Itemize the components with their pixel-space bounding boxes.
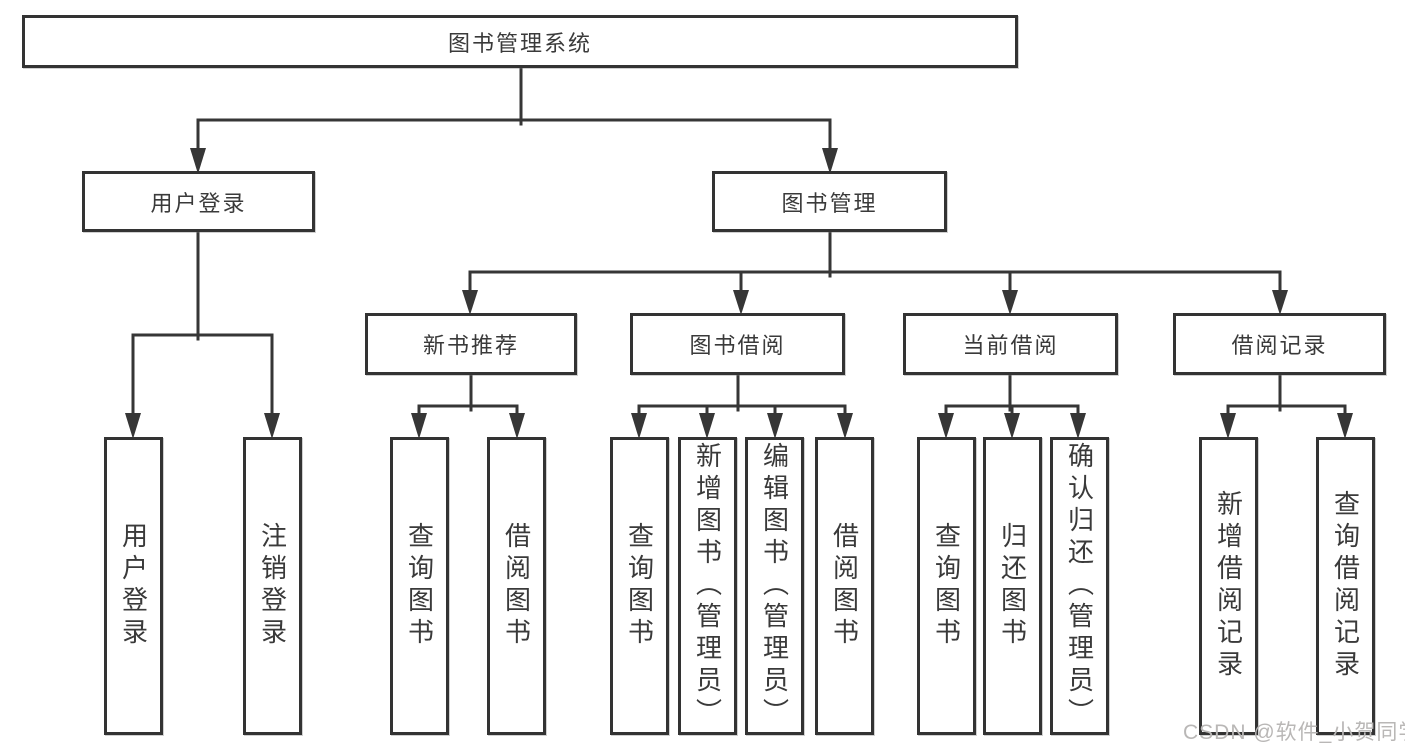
leaf-return-books: 归还图书	[983, 437, 1042, 735]
leaf-add-borrow-record: 新增借阅记录	[1199, 437, 1258, 735]
edges-book-management-to-level3	[462, 230, 1288, 315]
arrow-head	[1337, 413, 1353, 439]
leaf-add-books-admin-label: 新增图书（管理员）	[692, 442, 723, 730]
arrow-head	[822, 148, 838, 174]
arrow-head	[1002, 290, 1018, 315]
node-current-borrow: 当前借阅	[903, 313, 1118, 375]
leaf-query-borrow-record-label: 查询借阅记录	[1330, 490, 1361, 682]
arrow-head	[190, 148, 206, 174]
node-borrow-records: 借阅记录	[1173, 313, 1386, 375]
leaf-confirm-return-admin-label: 确认归还（管理员）	[1064, 442, 1095, 730]
leaf-return-books-label: 归还图书	[997, 522, 1028, 650]
leaf-confirm-return-admin: 确认归还（管理员）	[1050, 437, 1109, 735]
leaf-borrow-books-2-label: 借阅图书	[829, 522, 860, 650]
leaf-edit-books-admin-label: 编辑图书（管理员）	[759, 442, 790, 730]
edges-new-book-recommend-to-leaves	[411, 373, 525, 439]
edges-root-to-level2	[190, 66, 838, 174]
leaf-user-login-label: 用户登录	[118, 522, 149, 650]
node-book-borrow: 图书借阅	[630, 313, 845, 375]
arrow-head	[1004, 413, 1020, 439]
leaf-query-books-3: 查询图书	[917, 437, 976, 735]
leaf-edit-books-admin: 编辑图书（管理员）	[745, 437, 804, 735]
node-new-book-recommend: 新书推荐	[365, 313, 577, 375]
leaf-user-login: 用户登录	[104, 437, 163, 735]
node-library-system: 图书管理系统	[22, 15, 1018, 68]
edges-book-borrow-to-leaves	[631, 373, 853, 439]
leaf-query-books-2: 查询图书	[610, 437, 669, 735]
arrow-head	[837, 413, 853, 439]
leaf-add-books-admin: 新增图书（管理员）	[678, 437, 737, 735]
node-borrow-records-label: 借阅记录	[1231, 333, 1328, 358]
arrow-head	[733, 290, 749, 315]
node-book-management: 图书管理	[712, 171, 947, 232]
leaf-query-books-1-label: 查询图书	[404, 522, 435, 650]
arrow-head	[462, 290, 478, 315]
leaf-logout: 注销登录	[243, 437, 302, 735]
arrow-head	[699, 413, 715, 439]
leaf-borrow-books-1-label: 借阅图书	[501, 522, 532, 650]
node-new-book-recommend-label: 新书推荐	[422, 333, 519, 358]
leaf-query-books-1: 查询图书	[390, 437, 449, 735]
leaf-query-books-3-label: 查询图书	[931, 522, 962, 650]
arrow-head	[1272, 290, 1288, 315]
watermark: CSDN @软件_小贺同学	[1183, 721, 1405, 744]
node-book-management-label: 图书管理	[781, 190, 878, 216]
edges-user-login-to-leaves	[125, 230, 280, 439]
leaf-borrow-books-2: 借阅图书	[815, 437, 874, 735]
node-book-borrow-label: 图书借阅	[689, 333, 786, 358]
node-user-login: 用户登录	[82, 171, 315, 232]
arrow-head	[938, 413, 954, 439]
node-user-login-label: 用户登录	[150, 190, 247, 216]
arrow-head	[1070, 413, 1086, 439]
leaf-add-borrow-record-label: 新增借阅记录	[1213, 490, 1244, 682]
arrow-head	[767, 413, 783, 439]
arrow-head	[631, 413, 647, 439]
leaf-query-borrow-record: 查询借阅记录	[1316, 437, 1375, 735]
edges-borrow-records-to-leaves	[1220, 373, 1353, 439]
leaf-logout-label: 注销登录	[257, 522, 288, 650]
arrow-head	[411, 413, 427, 439]
arrow-head	[125, 413, 141, 439]
edges-current-borrow-to-leaves	[938, 373, 1086, 439]
node-library-system-label: 图书管理系统	[447, 30, 592, 56]
arrow-head	[509, 413, 525, 439]
node-current-borrow-label: 当前借阅	[962, 333, 1059, 358]
arrow-head	[1220, 413, 1236, 439]
leaf-borrow-books-1: 借阅图书	[487, 437, 546, 735]
leaf-query-books-2-label: 查询图书	[624, 522, 655, 650]
arrow-head	[264, 413, 280, 439]
